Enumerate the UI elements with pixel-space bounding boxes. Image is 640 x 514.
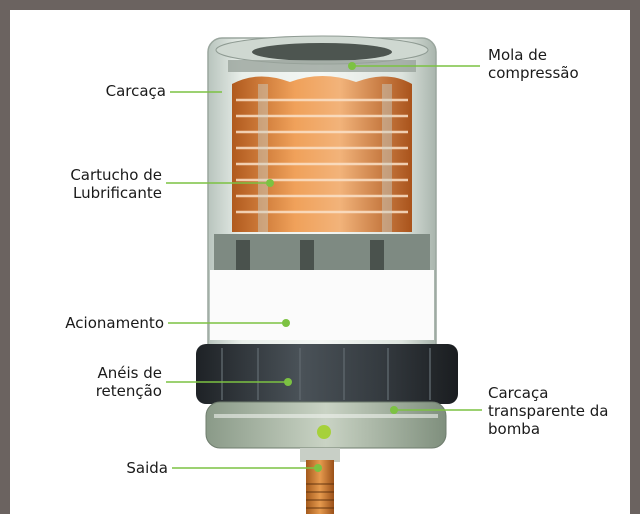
label-carcaca: Carcaça (105, 82, 166, 100)
pump-housing-shape (205, 401, 447, 449)
dot-carcaca-bomba (390, 406, 398, 414)
grey-band-shape (214, 234, 430, 270)
spring-plate-shape (228, 60, 416, 72)
dot-saida (314, 464, 322, 472)
dot-acionamento (282, 319, 290, 327)
leader-lines (166, 65, 482, 469)
leader-dots (266, 62, 398, 472)
label-carcaca-transparente-da-bomba: Carcaça transparente da bomba (488, 384, 609, 438)
label-aneis-de-retencao: Anéis de retenção (95, 364, 162, 400)
label-cartucho-de-lubrificante: Cartucho de Lubrificante (70, 166, 162, 202)
retaining-ring-shape (196, 344, 458, 404)
dot-aneis (284, 378, 292, 386)
label-saida: Saida (126, 459, 168, 477)
label-mola-de-compressao: Mola de compressão (488, 46, 579, 82)
drive-shape (210, 270, 434, 340)
cartridge-shape (232, 76, 412, 232)
dot-cartucho (266, 179, 274, 187)
label-acionamento: Acionamento (65, 314, 164, 332)
dot-mola (348, 62, 356, 70)
outlet-shape (300, 448, 340, 514)
